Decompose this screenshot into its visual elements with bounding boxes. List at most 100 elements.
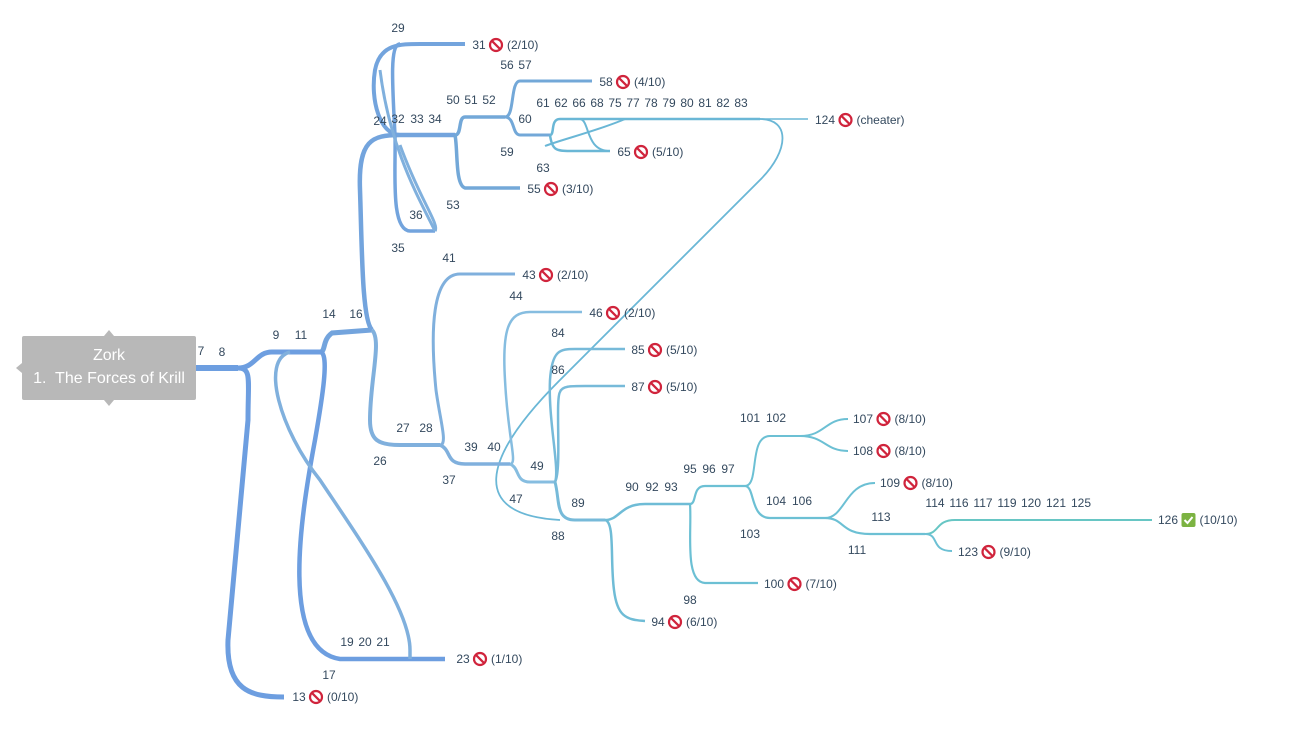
node-label-21[interactable]: 21 <box>376 635 390 649</box>
node-label-57[interactable]: 57 <box>518 58 532 72</box>
node-label-121[interactable]: 121 <box>1046 496 1066 510</box>
node-label-125[interactable]: 125 <box>1071 496 1091 510</box>
node-label-26[interactable]: 26 <box>373 454 387 468</box>
node-label-34[interactable]: 34 <box>428 112 442 126</box>
node-label-14[interactable]: 14 <box>322 307 336 321</box>
node-label-66[interactable]: 66 <box>572 96 586 110</box>
node-label-114[interactable]: 114 <box>925 496 944 510</box>
ending-126[interactable]: 126(10/10) <box>1158 513 1238 527</box>
node-label-117[interactable]: 117 <box>973 496 992 510</box>
node-label-19[interactable]: 19 <box>340 635 354 649</box>
link <box>495 118 784 521</box>
ending-107[interactable]: 107(8/10) <box>853 411 926 427</box>
node-label-78[interactable]: 78 <box>644 96 658 110</box>
node-label-49[interactable]: 49 <box>530 459 544 473</box>
node-label-24[interactable]: 24 <box>373 114 387 128</box>
link <box>431 272 515 447</box>
ending-13[interactable]: 13(0/10) <box>292 689 358 705</box>
node-label-35[interactable]: 35 <box>391 241 405 255</box>
node-label-29[interactable]: 29 <box>391 21 405 35</box>
node-label-56[interactable]: 56 <box>500 58 514 72</box>
node-label-97[interactable]: 97 <box>721 462 735 476</box>
ending-87[interactable]: 87(5/10) <box>631 379 697 395</box>
node-label-103[interactable]: 103 <box>740 527 760 541</box>
node-label-11[interactable]: 11 <box>295 328 308 342</box>
node-label-92[interactable]: 92 <box>645 480 659 494</box>
node-label-80[interactable]: 80 <box>680 96 694 110</box>
node-label-16[interactable]: 16 <box>349 307 363 321</box>
ending-43[interactable]: 43(2/10) <box>522 267 588 283</box>
link <box>509 462 555 484</box>
ending-123[interactable]: 123(9/10) <box>958 544 1031 560</box>
node-label-81[interactable]: 81 <box>698 96 712 110</box>
ending-65[interactable]: 65(5/10) <box>617 144 683 160</box>
node-label-106[interactable]: 106 <box>792 494 812 508</box>
ending-55[interactable]: 55(3/10) <box>527 181 593 197</box>
node-label-119[interactable]: 119 <box>997 496 1016 510</box>
node-label-60[interactable]: 60 <box>518 112 532 126</box>
node-label-102[interactable]: 102 <box>766 411 786 425</box>
node-label-111[interactable]: 111 <box>848 543 867 557</box>
node-label-40[interactable]: 40 <box>487 440 501 454</box>
node-label-93[interactable]: 93 <box>664 480 678 494</box>
node-label-90[interactable]: 90 <box>625 480 639 494</box>
ending-85[interactable]: 85(5/10) <box>631 342 697 358</box>
node-label-104[interactable]: 104 <box>766 494 786 508</box>
node-label-120[interactable]: 120 <box>1021 496 1041 510</box>
ending-46[interactable]: 46(2/10) <box>589 305 655 321</box>
node-label-82[interactable]: 82 <box>716 96 730 110</box>
node-label-28[interactable]: 28 <box>419 421 433 435</box>
node-label-20[interactable]: 20 <box>358 635 372 649</box>
node-label-53[interactable]: 53 <box>446 198 460 212</box>
node-label-9[interactable]: 9 <box>273 328 280 342</box>
node-label-7[interactable]: 7 <box>198 344 205 358</box>
node-label-88[interactable]: 88 <box>551 529 565 543</box>
node-label-59[interactable]: 59 <box>500 145 514 159</box>
node-label-44[interactable]: 44 <box>509 289 523 303</box>
node-label-37[interactable]: 37 <box>442 473 456 487</box>
node-label-77[interactable]: 77 <box>626 96 640 110</box>
node-label-39[interactable]: 39 <box>464 440 478 454</box>
ending-100[interactable]: 100(7/10) <box>764 576 837 592</box>
node-label-75[interactable]: 75 <box>608 96 622 110</box>
node-label-41[interactable]: 41 <box>442 251 456 265</box>
node-label-8[interactable]: 8 <box>219 345 226 359</box>
node-label-83[interactable]: 83 <box>734 96 748 110</box>
node-label-79[interactable]: 79 <box>662 96 676 110</box>
ending-31[interactable]: 31(2/10) <box>472 37 538 53</box>
node-label-27[interactable]: 27 <box>396 421 410 435</box>
ending-109[interactable]: 109(8/10) <box>880 475 953 491</box>
node-label-52[interactable]: 52 <box>482 93 496 107</box>
node-label-96[interactable]: 96 <box>702 462 716 476</box>
node-label-113[interactable]: 113 <box>871 510 890 524</box>
node-label-17[interactable]: 17 <box>322 668 336 682</box>
link <box>824 516 925 536</box>
node-label-51[interactable]: 51 <box>464 93 478 107</box>
node-label-98[interactable]: 98 <box>683 593 697 607</box>
node-label-116[interactable]: 116 <box>949 496 968 510</box>
story-links <box>196 42 1152 700</box>
node-label-86[interactable]: 86 <box>551 363 565 377</box>
node-label-95[interactable]: 95 <box>683 462 697 476</box>
node-label-68[interactable]: 68 <box>590 96 604 110</box>
node-label-47[interactable]: 47 <box>509 492 523 506</box>
ending-58[interactable]: 58(4/10) <box>599 74 665 90</box>
node-label-89[interactable]: 89 <box>571 496 585 510</box>
node-label-62[interactable]: 62 <box>554 96 568 110</box>
ending-node-label: 85 <box>631 343 645 357</box>
node-label-63[interactable]: 63 <box>536 161 550 175</box>
node-label-101[interactable]: 101 <box>740 411 760 425</box>
prohibited-icon <box>615 74 631 90</box>
node-label-36[interactable]: 36 <box>409 208 423 222</box>
ending-94[interactable]: 94(6/10) <box>651 614 717 630</box>
node-label-61[interactable]: 61 <box>536 96 550 110</box>
story-title-box[interactable]: Zork 1. The Forces of Krill <box>22 336 196 400</box>
prohibited-icon <box>488 37 504 53</box>
ending-108[interactable]: 108(8/10) <box>853 443 926 459</box>
ending-124[interactable]: 124(cheater) <box>815 112 905 128</box>
node-label-84[interactable]: 84 <box>551 326 565 340</box>
node-label-32[interactable]: 32 <box>391 112 405 126</box>
ending-23[interactable]: 23(1/10) <box>456 651 522 667</box>
node-label-50[interactable]: 50 <box>446 93 460 107</box>
node-label-33[interactable]: 33 <box>410 112 424 126</box>
